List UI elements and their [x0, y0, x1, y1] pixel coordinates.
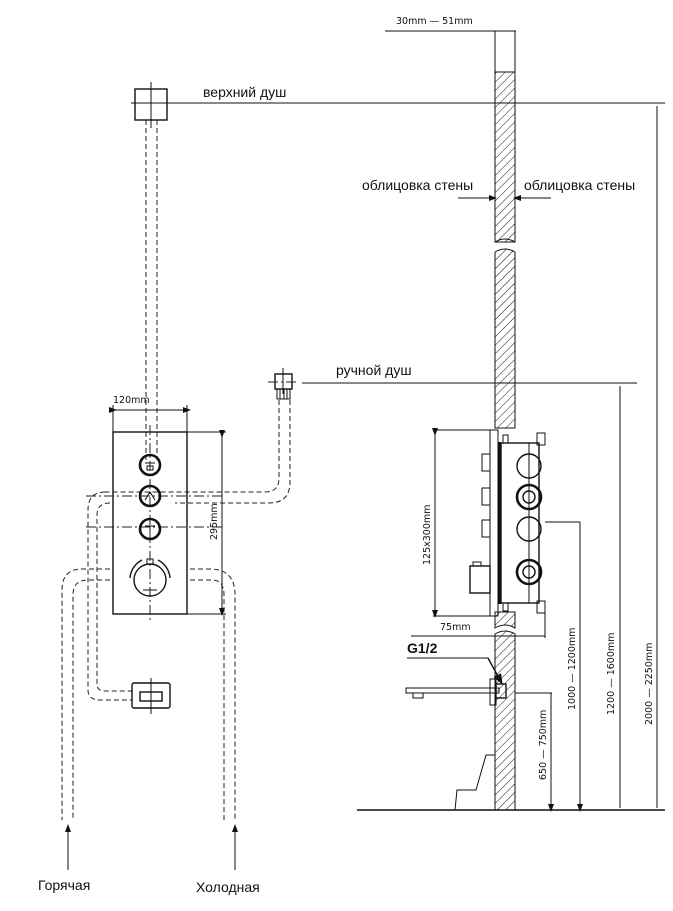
hand-shower-height-label: 1200 — 1600mm [606, 633, 617, 715]
mixer-side-view: 125x300mm 75mm [411, 428, 580, 638]
wall-cladding-right-label: облицовка стены [524, 177, 635, 193]
hot-water-label: Горячая [38, 877, 90, 893]
hand-shower: ручной душ [105, 362, 637, 504]
overhead-shower: верхний душ [131, 82, 665, 460]
overhead-shower-label: верхний душ [203, 84, 286, 100]
overhead-shower-height-label: 2000 — 2250mm [644, 643, 655, 725]
hand-shower-label: ручной душ [336, 362, 412, 378]
thread-label: G1/2 [407, 640, 438, 656]
water-inlets: Горячая Холодная [38, 824, 260, 895]
wall-thickness-dimension: 30mm — 51mm [385, 16, 516, 72]
wall-cladding-left-label: облицовка стены [362, 177, 473, 193]
hand-shower-valve-icon [138, 484, 162, 508]
bath-spout: G1/2 [405, 640, 552, 811]
panel-height-label: 295mm [209, 503, 220, 540]
cold-water-label: Холодная [196, 879, 260, 895]
mixer-height-label: 1000 — 1200mm [567, 628, 578, 710]
height-dimensions: 650 — 750mm 1000 — 1200mm 1200 — 1600mm … [538, 106, 658, 812]
overhead-shower-valve-icon [138, 453, 162, 477]
spout-height-label: 650 — 750mm [538, 710, 549, 780]
depth-label: 75mm [440, 622, 471, 633]
box-size-label: 125x300mm [422, 505, 433, 565]
panel-width-label: 120mm [113, 395, 150, 406]
spout-valve-icon [138, 517, 162, 541]
wall-cladding-labels: облицовка стены облицовка стены [362, 177, 635, 201]
mixer-front-view: 120mm 295mm [61, 395, 236, 820]
wall-thickness-label: 30mm — 51mm [396, 16, 473, 27]
